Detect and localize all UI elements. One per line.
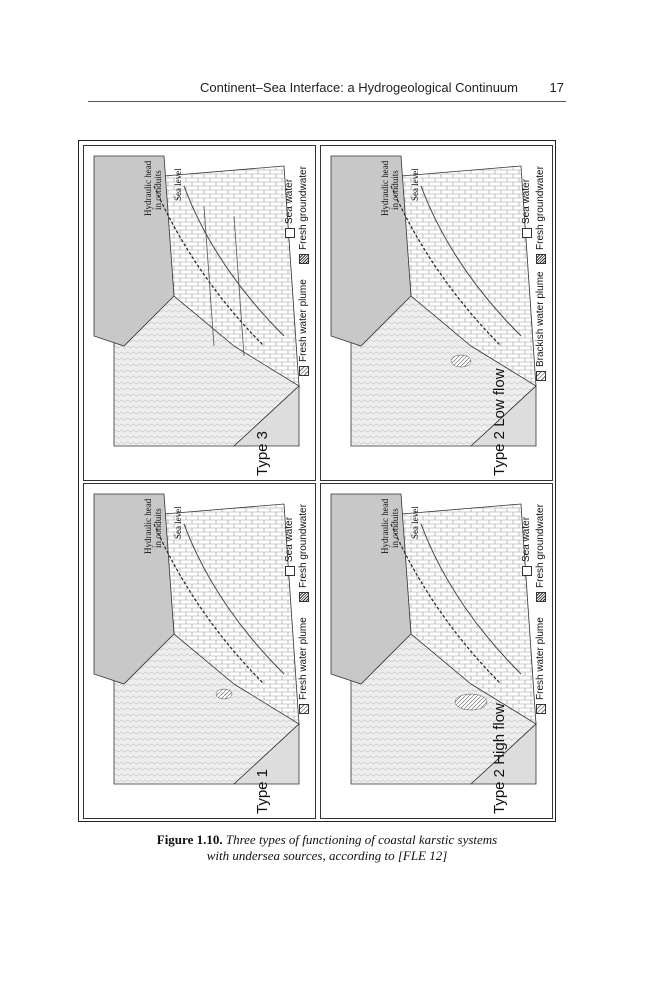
panel-type1: Type 1 Hydraulic head in conduits Sea le… — [83, 483, 316, 819]
block-diagram-type2-low — [330, 155, 537, 447]
page-number: 17 — [549, 80, 564, 95]
panel-title: Type 1 — [254, 768, 271, 814]
legend-fresh: Fresh groundwater — [298, 166, 309, 264]
panel-type3: Type 3 Hydraulic head in conduits Sea le… — [83, 145, 316, 481]
figure-1-10: Type 3 Hydraulic head in conduits Sea le… — [78, 140, 556, 822]
label-in-conduits: in conduits — [390, 170, 400, 210]
swatch-plume — [298, 366, 309, 376]
panel-title: Type 2 Low flow — [491, 368, 508, 476]
header-rule — [88, 101, 566, 102]
panel-type2-low: Type 2 Low flow Hydraulic head in condui… — [320, 145, 553, 481]
label-in-conduits: in conduits — [153, 508, 163, 548]
panel-type2-high: Type 2 High flow Hydraulic head in condu… — [320, 483, 553, 819]
panel-title: Type 3 — [254, 430, 271, 476]
label-sea-level: Sea level — [173, 168, 183, 201]
legend-fresh: Fresh groundwater — [535, 166, 546, 264]
label-hydraulic-head: Hydraulic head — [143, 160, 153, 216]
label-hydraulic-head: Hydraulic head — [380, 160, 390, 216]
label-hydraulic-head: Hydraulic head — [143, 498, 153, 554]
legend-sea: Sea water — [284, 179, 295, 238]
label-sea-level: Sea level — [410, 168, 420, 201]
swatch-fresh — [535, 254, 546, 264]
label-in-conduits: in conduits — [390, 508, 400, 548]
legend-sea: Sea water — [521, 179, 532, 238]
caption-label: Figure 1.10. — [156, 832, 223, 847]
legend-fresh: Fresh groundwater — [535, 504, 546, 602]
running-header: Continent–Sea Interface: a Hydrogeologic… — [88, 76, 566, 100]
swatch-fresh — [535, 592, 546, 602]
label-sea-level: Sea level — [410, 506, 420, 539]
legend-fresh: Fresh groundwater — [298, 504, 309, 602]
swatch-plume — [535, 371, 546, 381]
legend-plume: Fresh water plume — [535, 617, 546, 714]
block-diagram-type1 — [93, 493, 300, 785]
legend-plume: Fresh water plume — [298, 617, 309, 714]
swatch-sea — [284, 566, 295, 576]
block-diagram-type3 — [93, 155, 300, 447]
swatch-plume — [298, 704, 309, 714]
figure-caption: Figure 1.10. Three types of functioning … — [88, 832, 566, 864]
swatch-plume — [535, 704, 546, 714]
label-hydraulic-head: Hydraulic head — [380, 498, 390, 554]
swatch-fresh — [298, 254, 309, 264]
caption-line2: with undersea sources, according to [FLE… — [206, 848, 448, 863]
caption-line1: Three types of functioning of coastal ka… — [225, 832, 498, 847]
label-sea-level: Sea level — [173, 506, 183, 539]
legend-plume: Fresh water plume — [298, 279, 309, 376]
panel-title: Type 2 High flow — [491, 703, 508, 814]
legend-sea: Sea water — [521, 517, 532, 576]
block-diagram-type2-high — [330, 493, 537, 785]
legend-sea: Sea water — [284, 517, 295, 576]
swatch-sea — [284, 228, 295, 238]
swatch-sea — [521, 566, 532, 576]
legend-plume: Brackish water plume — [535, 271, 546, 381]
swatch-sea — [521, 228, 532, 238]
label-in-conduits: in conduits — [153, 170, 163, 210]
swatch-fresh — [298, 592, 309, 602]
header-title: Continent–Sea Interface: a Hydrogeologic… — [200, 80, 518, 95]
